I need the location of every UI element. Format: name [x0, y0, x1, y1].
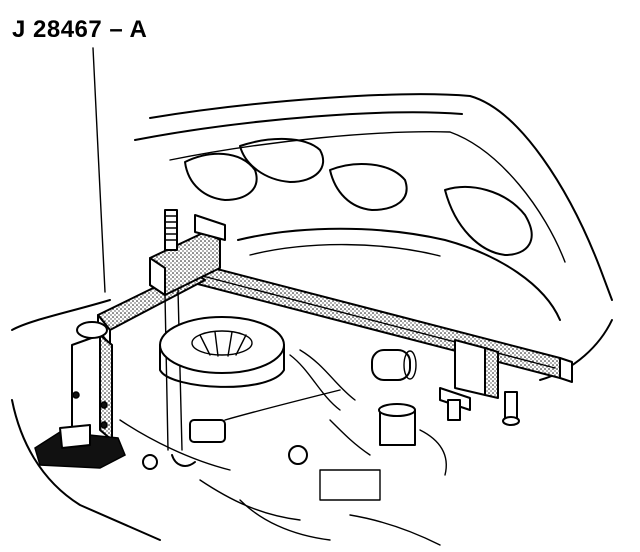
tool-callout-label: J 28467 – A [12, 16, 148, 43]
engine-components [119, 349, 447, 546]
support-left-leg [34, 321, 126, 469]
air-cleaner [159, 316, 285, 388]
hood-panel [134, 93, 613, 321]
center-lift-bracket [149, 209, 226, 467]
callout-leader-line [92, 47, 106, 293]
engine-bay-edge [11, 299, 613, 541]
support-right-foot [439, 339, 520, 426]
